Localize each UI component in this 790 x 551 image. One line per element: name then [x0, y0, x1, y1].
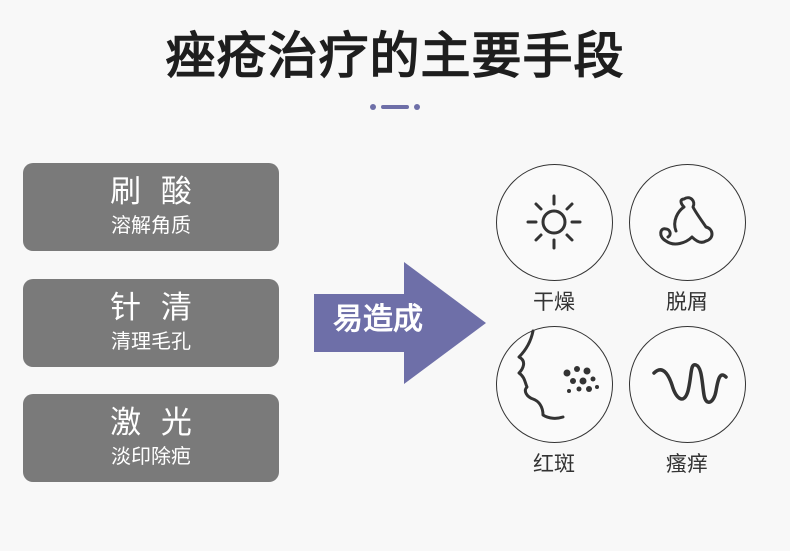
effect-label: 瘙痒 — [666, 452, 708, 476]
treatment-card-extraction: 针 清 清理毛孔 — [23, 279, 279, 367]
redness-circle — [496, 326, 613, 443]
flake-icon — [659, 196, 714, 246]
dryness-circle — [496, 164, 613, 281]
treatment-desc: 清理毛孔 — [111, 329, 191, 353]
title-divider — [370, 103, 420, 111]
treatment-name: 刷 酸 — [110, 174, 192, 210]
effect-label: 红斑 — [533, 452, 575, 476]
treatment-name: 激 光 — [110, 405, 192, 441]
treatment-card-laser: 激 光 淡印除疤 — [23, 394, 279, 482]
scaling-circle — [629, 164, 746, 281]
squiggle-icon — [652, 363, 728, 404]
sun-icon — [526, 194, 582, 250]
itching-circle — [629, 326, 746, 443]
right-arrow-icon — [314, 262, 486, 384]
treatment-desc: 溶解角质 — [111, 213, 191, 237]
page-title: 痤疮治疗的主要手段 — [165, 27, 625, 85]
face-spots-icon — [517, 329, 599, 420]
treatment-desc: 淡印除疤 — [111, 444, 191, 468]
treatment-card-acid: 刷 酸 溶解角质 — [23, 163, 279, 251]
treatment-name: 针 清 — [110, 290, 192, 326]
effect-label: 干燥 — [533, 290, 575, 314]
arrow-label: 易造成 — [333, 302, 423, 337]
effect-label: 脱屑 — [666, 290, 708, 314]
